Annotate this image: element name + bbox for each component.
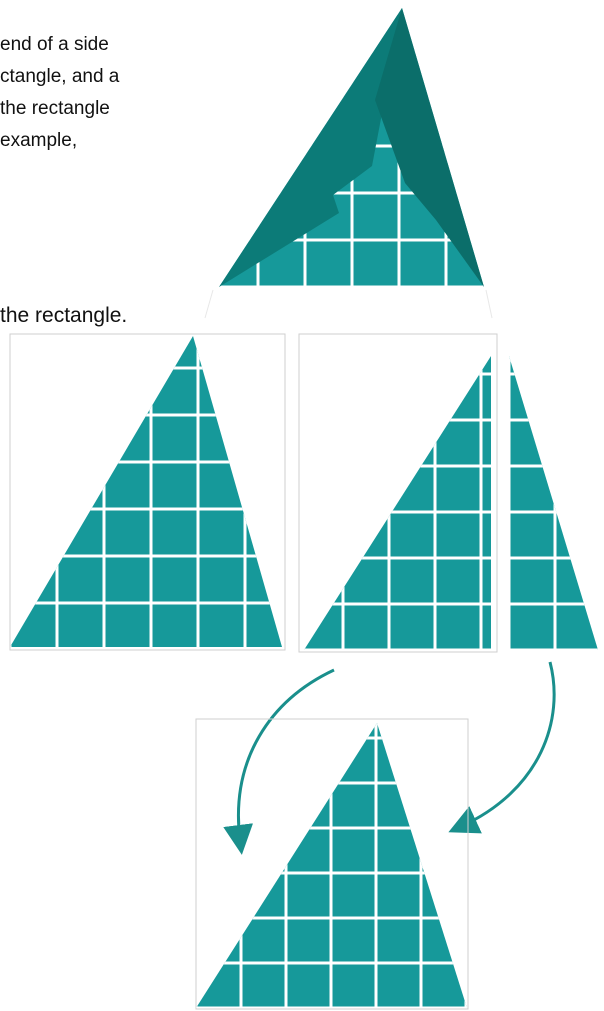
- rectangle-frame-bottom: [195, 718, 469, 1010]
- text-line-1: end of a side: [0, 34, 109, 55]
- text-line-2: ctangle, and a: [0, 66, 120, 87]
- folded-triangle: [219, 8, 484, 287]
- triangle-split-pieces: [298, 333, 598, 653]
- guide-line-right: [485, 289, 493, 319]
- fold-flap-right: [375, 8, 484, 287]
- curved-arrow-left: [223, 668, 335, 855]
- triangle-reassembled: [195, 718, 469, 1010]
- text-line-4: example,: [0, 130, 78, 151]
- text-line-3: the rectangle: [0, 98, 110, 119]
- curved-arrow-right: [448, 661, 556, 834]
- rectangle-frame-center: [298, 333, 498, 653]
- triangle-piece-left: [304, 356, 491, 650]
- triangle-in-rectangle-left: [9, 333, 286, 651]
- rectangle-frame-left: [9, 333, 286, 651]
- fold-flap-left: [219, 8, 402, 287]
- text-line-5: the rectangle.: [0, 304, 128, 327]
- guide-line-left: [204, 289, 214, 319]
- triangle-left: [10, 336, 282, 647]
